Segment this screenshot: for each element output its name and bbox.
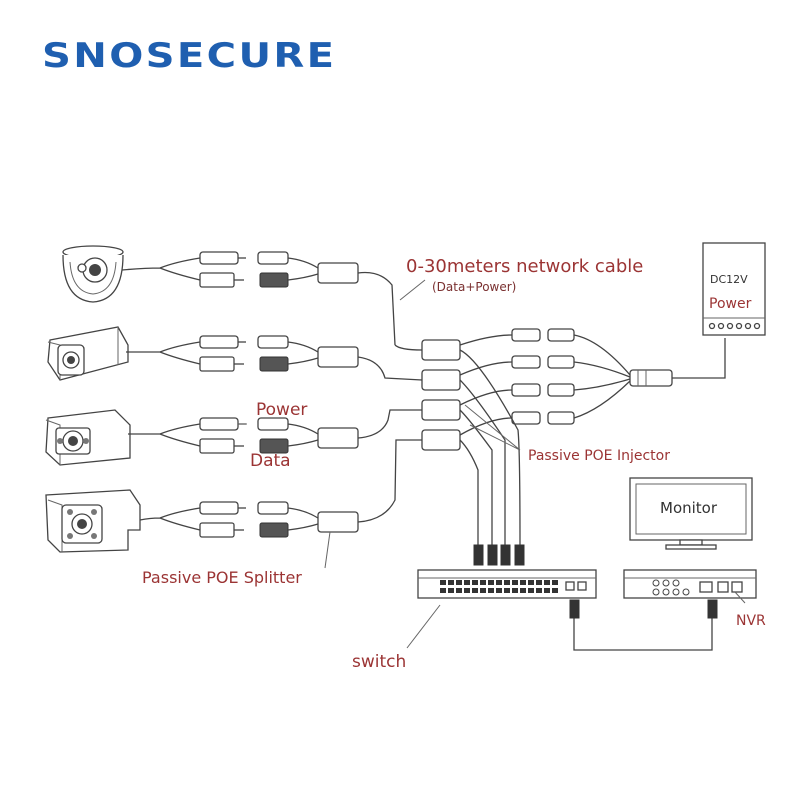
camera-row-1	[121, 251, 396, 346]
poe-splitter-icon	[317, 346, 359, 368]
monitor-icon	[629, 477, 753, 550]
nvr-icon	[623, 569, 757, 599]
switch-callout-line	[406, 604, 441, 649]
switch-icon	[417, 569, 597, 599]
splitter-callout-line	[324, 531, 331, 569]
power-label: Power	[256, 400, 307, 420]
dome-camera-icon	[62, 245, 124, 303]
housing-camera-icon	[45, 489, 141, 553]
power-supply-icon	[702, 242, 766, 336]
data-label: Data	[250, 451, 291, 471]
poe-splitter-icon	[317, 262, 359, 284]
poe-splitter-icon	[317, 427, 359, 449]
switch-label: switch	[352, 652, 406, 672]
splitter-label: Passive POE Splitter	[142, 568, 302, 587]
cable-label: 0-30meters network cable	[406, 256, 643, 277]
camera-row-3	[128, 409, 422, 454]
psu-power-label: Power	[709, 296, 752, 312]
poe-splitter-icon	[317, 511, 359, 533]
injector-callout-line	[464, 404, 521, 451]
camera-row-2	[125, 335, 423, 381]
switch-nvr-cable	[573, 610, 713, 651]
injector-label: Passive POE Injector	[528, 448, 670, 464]
cable-callout-line	[399, 279, 426, 301]
cable-sub-label: (Data+Power)	[432, 280, 516, 294]
monitor-label: Monitor	[660, 499, 718, 517]
nvr-label: NVR	[736, 613, 766, 629]
bullet-camera-icon	[47, 326, 129, 381]
dc-pigtails	[459, 328, 726, 436]
brand-logo: SNOSECURE	[42, 36, 337, 76]
poe-injector-icon	[421, 339, 461, 451]
box-camera-icon	[45, 409, 131, 466]
camera-row-4	[139, 439, 422, 538]
switch-uplinks	[459, 349, 525, 566]
psu-model-label: DC12V	[710, 273, 748, 286]
nvr-callout-line	[734, 591, 746, 604]
